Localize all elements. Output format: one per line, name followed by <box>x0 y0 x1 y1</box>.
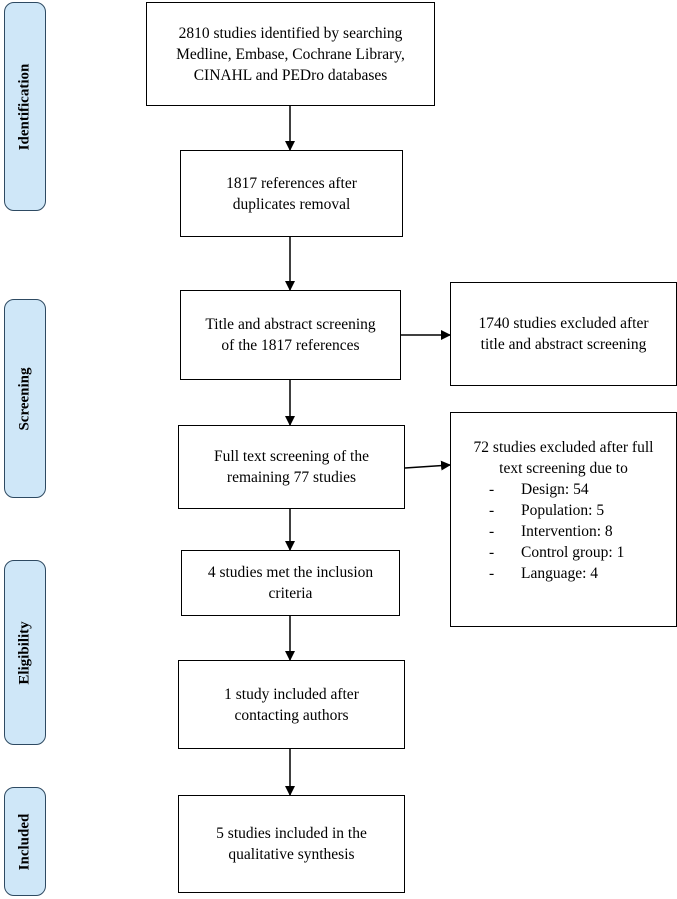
box-excluded-title-abstract: 1740 studies excluded after title and ab… <box>450 282 677 386</box>
box-title-abstract-screening: Title and abstract screening of the 1817… <box>180 290 401 380</box>
phase-screening: Screening <box>4 299 46 498</box>
phase-screening-label: Screening <box>16 366 33 431</box>
excluded-fulltext-heading: 72 studies excluded after full text scre… <box>473 439 654 477</box>
phase-eligibility-label: Eligibility <box>16 620 33 685</box>
exclusion-reason-population: -Population: 5 <box>489 502 605 519</box>
box-excluded-fulltext: 72 studies excluded after full text scre… <box>450 412 677 627</box>
arrow-fulltext-to-excluded <box>404 460 451 471</box>
phase-included-label: Included <box>16 813 33 870</box>
exclusion-reason-design: -Design: 54 <box>489 481 589 498</box>
box-studies-identified: 2810 studies identified by searching Med… <box>146 2 435 106</box>
phase-identification-label: Identification <box>16 63 33 150</box>
box-met-inclusion-criteria: 4 studies met the inclusion criteria <box>181 550 400 616</box>
phase-identification: Identification <box>4 2 46 211</box>
exclusion-reasons-list: -Design: 54 -Population: 5 -Intervention… <box>451 479 676 584</box>
box-qualitative-synthesis: 5 studies included in the qualitative sy… <box>178 795 405 893</box>
box-after-contacting-authors: 1 study included after contacting author… <box>178 660 405 749</box>
exclusion-reason-intervention: -Intervention: 8 <box>489 523 613 540</box>
exclusion-reason-language: -Language: 4 <box>489 565 599 582</box>
exclusion-reason-control-group: -Control group: 1 <box>489 544 625 561</box>
box-fulltext-screening: Full text screening of the remaining 77 … <box>178 425 405 509</box>
phase-included: Included <box>4 787 46 896</box>
phase-eligibility: Eligibility <box>4 560 46 745</box>
box-after-duplicates: 1817 references after duplicates removal <box>180 150 403 237</box>
